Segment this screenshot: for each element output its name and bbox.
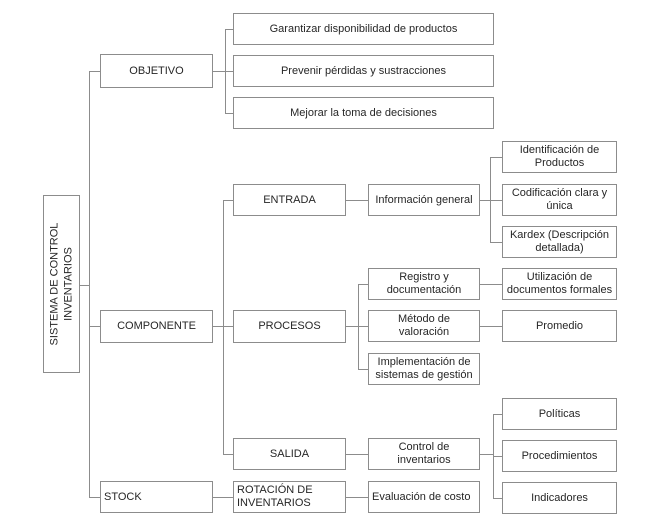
connector-componente-trunk xyxy=(223,200,224,454)
connector-to-metodo xyxy=(358,326,368,327)
connector-metodo-promedio xyxy=(480,326,502,327)
node-procesos: PROCESOS xyxy=(233,310,346,343)
connector-to-codificacion xyxy=(490,200,502,201)
node-procedimientos: Procedimientos xyxy=(502,440,617,472)
connector-stock-rotacion xyxy=(213,497,233,498)
connector-to-politicas xyxy=(493,414,502,415)
node-indicadores: Indicadores xyxy=(502,482,617,514)
connector-to-indicadores xyxy=(493,498,502,499)
node-identificacion-productos: Identificación de Productos xyxy=(502,141,617,173)
connector-trunk-componente xyxy=(89,326,100,327)
connector-trunk-stock xyxy=(89,497,100,498)
node-implementacion-sistemas: Implementación de sistemas de gestión xyxy=(368,353,480,385)
connector-to-registro xyxy=(358,284,368,285)
node-rotacion-inventarios: ROTACIÓN DE INVENTARIOS xyxy=(233,481,346,513)
node-utilizacion-documentos: Utilización de documentos formales xyxy=(502,268,617,300)
node-control-inventarios: Control de inventarios xyxy=(368,438,480,470)
connector-sistema-trunk xyxy=(80,285,89,286)
connector-to-procedimientos xyxy=(493,456,502,457)
connector-componente-procesos xyxy=(213,326,233,327)
connector-to-identificacion xyxy=(490,157,502,158)
connector-objetivo-garantizar xyxy=(225,29,233,30)
node-informacion-general: Información general xyxy=(368,184,480,216)
node-componente: COMPONENTE xyxy=(100,310,213,343)
connector-componente-salida xyxy=(223,454,233,455)
node-prevenir-perdidas: Prevenir pérdidas y sustracciones xyxy=(233,55,494,87)
connector-objetivo-prevenir xyxy=(213,71,233,72)
node-kardex: Kardex (Descripción detallada) xyxy=(502,226,617,258)
node-sistema-label: SISTEMA DE CONTROL INVENTARIOS xyxy=(48,222,74,346)
connector-registro-utilizacion xyxy=(480,284,502,285)
connector-componente-entrada xyxy=(223,200,233,201)
connector-objetivo-mejorar xyxy=(225,113,233,114)
node-metodo-valoracion: Método de valoración xyxy=(368,310,480,342)
node-stock: STOCK xyxy=(100,481,213,513)
connector-to-implementacion xyxy=(358,369,368,370)
connector-rotacion-evaluacion xyxy=(346,497,368,498)
node-evaluacion-costo: Evaluación de costo xyxy=(368,481,480,513)
node-mejorar-decisiones: Mejorar la toma de decisiones xyxy=(233,97,494,129)
connector-control-trunk xyxy=(480,454,493,455)
node-registro-documentacion: Registro y documentación xyxy=(368,268,480,300)
connector-informacion-trunk xyxy=(480,200,490,201)
connector-procesos-trunk xyxy=(346,326,358,327)
node-promedio: Promedio xyxy=(502,310,617,342)
node-garantizar-disponibilidad: Garantizar disponibilidad de productos xyxy=(233,13,494,45)
node-objetivo: OBJETIVO xyxy=(100,54,213,88)
connector-main-trunk xyxy=(89,71,90,497)
connector-entrada-informacion xyxy=(346,200,368,201)
connector-to-kardex xyxy=(490,242,502,243)
node-sistema-de-control-inventarios: SISTEMA DE CONTROL INVENTARIOS xyxy=(43,195,80,373)
connector-informacion-children-trunk xyxy=(490,157,491,242)
connector-trunk-objetivo xyxy=(89,71,100,72)
node-politicas: Políticas xyxy=(502,398,617,430)
node-entrada: ENTRADA xyxy=(233,184,346,216)
connector-salida-control xyxy=(346,454,368,455)
node-codificacion-clara: Codificación clara y única xyxy=(502,184,617,216)
node-salida: SALIDA xyxy=(233,438,346,470)
